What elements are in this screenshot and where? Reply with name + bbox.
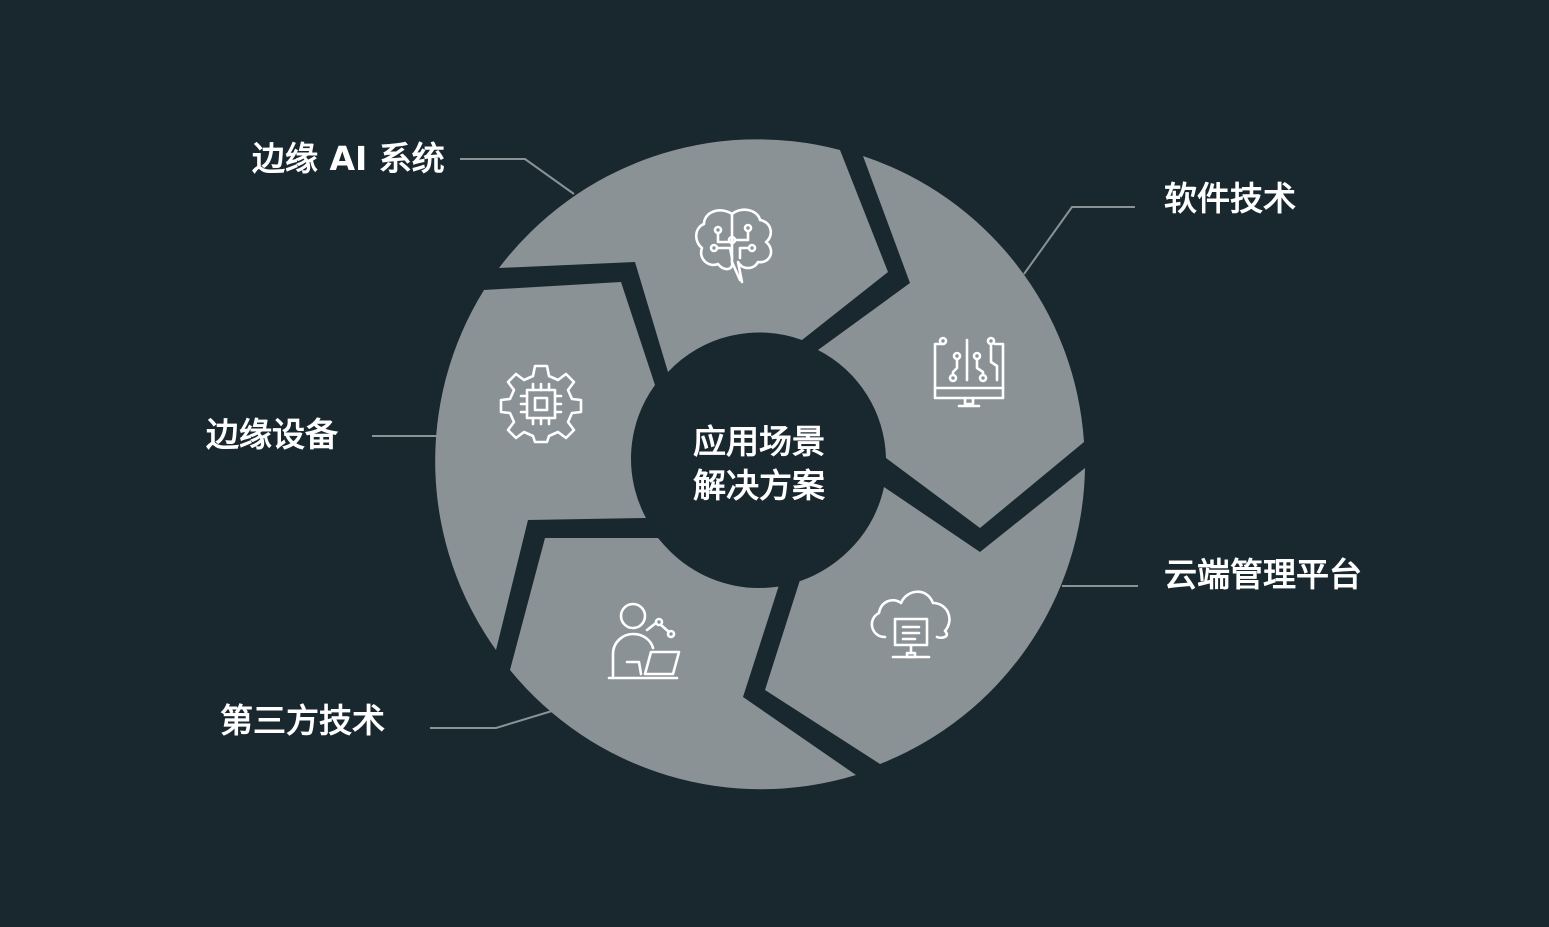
user-laptop-icon: [607, 602, 681, 680]
cloud-server-icon: [870, 590, 951, 659]
segment-third-party-tech: [510, 538, 856, 790]
circuit-monitor-icon: [933, 336, 1005, 408]
gear-chip-icon: [499, 364, 583, 444]
segment-cloud-platform: [765, 468, 1085, 764]
center-title-line2: 解决方案: [693, 466, 825, 505]
label-cloud-platform: 云端管理平台: [1164, 555, 1362, 594]
center-title-line1: 应用场景: [693, 422, 825, 461]
connector-edge-ai-system: [460, 158, 575, 195]
label-software-tech: 软件技术: [1164, 179, 1296, 218]
label-edge-device: 边缘设备: [206, 415, 338, 454]
connector-third-party-tech: [430, 710, 553, 729]
brain-icon: [694, 208, 773, 284]
center-title: 应用场景 解决方案: [634, 420, 884, 508]
label-edge-ai-system: 边缘 AI 系统: [252, 139, 445, 178]
label-third-party-tech: 第三方技术: [220, 701, 385, 740]
center-hub: [633, 336, 885, 588]
segment-software-tech: [818, 156, 1084, 528]
segment-edge-ai-system: [499, 139, 888, 372]
connector-software-tech: [1023, 206, 1135, 275]
segment-edge-device: [435, 282, 655, 650]
